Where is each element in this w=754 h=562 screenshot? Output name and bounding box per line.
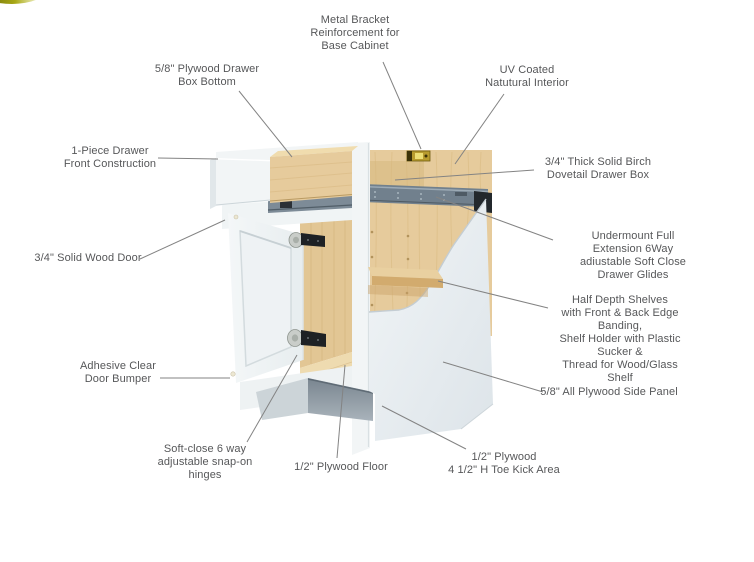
label-shelves: Half Depth Shelves with Front & Back Edg…: [559, 294, 681, 384]
cabinet-door: [228, 213, 304, 383]
label-toe-kick: 1/2" Plywood 4 1/2" H Toe Kick Area: [448, 451, 560, 476]
label-drawer-front: 1-Piece Drawer Front Construction: [63, 145, 157, 170]
door-bumper-bottom: [230, 371, 236, 377]
leader-side-panel: [442, 361, 544, 393]
leader-glides: [435, 196, 554, 241]
half-depth-shelf: [368, 267, 443, 297]
leader-uv-interior: [454, 93, 505, 165]
label-wood-door: 3/4" Solid Wood Door: [34, 252, 142, 264]
leader-wood-door: [139, 219, 226, 260]
drawer-front-panel: [210, 158, 271, 209]
door-bumper-top: [233, 214, 239, 220]
hinge-bottom-icon: [287, 329, 326, 347]
metal-bracket: [406, 150, 431, 162]
side-panel-cut-edge: [368, 198, 487, 313]
label-plywood-floor: 1/2" Plywood Floor: [294, 461, 388, 473]
side-panel-bottom-edge: [460, 403, 494, 430]
leader-toe-kick: [381, 405, 467, 450]
label-drawer-glides: Undermount Full Extension 6Way adiustabl…: [579, 230, 687, 281]
label-door-bumper: Adhesive Clear Door Bumper: [80, 360, 156, 385]
label-drawer-box-bottom: 5/8" Plywood Drawer Box Bottom: [154, 63, 260, 88]
leader-lines: [139, 61, 554, 459]
leader-floor: [336, 364, 346, 459]
toe-kick-shadow: [307, 378, 374, 394]
label-side-panel: 5/8" All Plywood Side Panel: [540, 386, 678, 398]
leader-shelves: [437, 280, 549, 309]
drawer-box: [269, 146, 358, 203]
label-uv-interior: UV Coated Natutural Interior: [485, 64, 569, 89]
interior-left-wall: [300, 209, 352, 368]
label-metal-bracket: Metal Bracket Reinforcement for Base Cab…: [310, 14, 400, 52]
label-dovetail-box: 3/4" Thick Solid Birch Dovetail Drawer B…: [544, 156, 652, 181]
toe-kick-left: [256, 378, 308, 420]
hinge-top-icon: [288, 232, 325, 248]
drawer-glide-rail: [361, 184, 492, 213]
leader-hinges: [246, 354, 298, 443]
leader-dovetail: [394, 169, 535, 181]
leader-metal-bracket: [382, 61, 422, 150]
leader-drawer-front: [157, 157, 219, 160]
side-panel: [369, 199, 493, 441]
label-hinges: Soft-close 6 way adjustable snap-on hing…: [157, 443, 253, 481]
face-frame-right-stile: [352, 142, 370, 455]
leader-box-bottom: [238, 90, 293, 158]
corner-badge: [0, 0, 36, 4]
